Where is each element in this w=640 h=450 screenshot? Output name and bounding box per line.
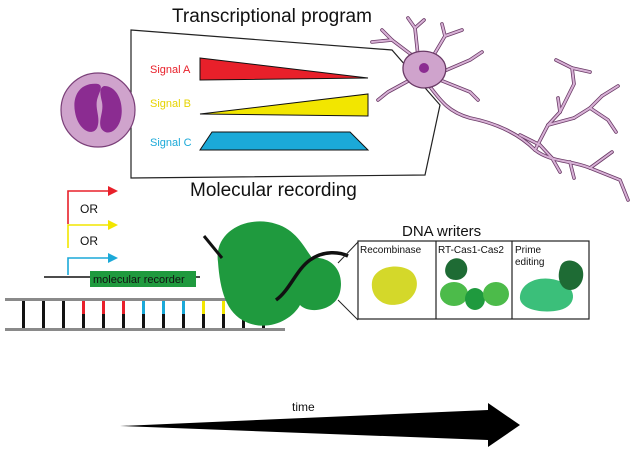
dna-base-top <box>62 301 65 314</box>
molecular-recording-title: Molecular recording <box>190 180 357 201</box>
immune-cell <box>60 72 136 148</box>
or-label-2: OR <box>80 234 98 248</box>
dna-base-top <box>42 301 45 314</box>
enzyme-complex <box>202 221 349 326</box>
dna-base-bottom <box>162 314 165 328</box>
dna-base-top <box>122 301 125 314</box>
prime-editor-body <box>519 278 574 312</box>
dna-base-bottom <box>242 314 245 328</box>
molecular-recorder-label: molecular recorder <box>93 274 185 286</box>
dna-base-bottom <box>62 314 65 328</box>
dna-writers-title: DNA writers <box>402 223 481 240</box>
dna-base-bottom <box>222 314 225 328</box>
dna-base-top <box>82 301 85 314</box>
dna-base-top <box>222 301 225 314</box>
prime-label-line1: Prime <box>515 245 542 256</box>
neuron-nucleus <box>419 63 429 73</box>
zoom-line-bottom <box>337 299 359 321</box>
neuron <box>370 16 630 202</box>
cell-nucleus-left <box>74 83 101 132</box>
signal-c-shape <box>199 131 370 151</box>
rt-cas1-cas2-label: RT-Cas1-Cas2 <box>438 245 504 256</box>
signal-b-label: Signal B <box>150 98 191 110</box>
dna-base-bottom <box>22 314 25 328</box>
molecular-recorder-bar <box>90 271 196 287</box>
dna-base-bottom <box>182 314 185 328</box>
cas-middle-blob <box>465 288 485 310</box>
logic-arrows: OR OR <box>67 186 118 275</box>
signal-a-label: Signal A <box>150 64 191 76</box>
enzyme-dna-strand-out <box>274 251 349 302</box>
arrow-red-head <box>108 186 118 196</box>
writer-panels: Recombinase RT-Cas1-Cas2 Prime editing <box>357 240 590 320</box>
dna-base-top <box>202 301 205 314</box>
arrow-red <box>67 190 110 224</box>
cas-right-blob <box>483 282 509 306</box>
arrow-blue <box>67 257 110 275</box>
dna-base-bottom <box>102 314 105 328</box>
dna-base-top <box>142 301 145 314</box>
dna-base-bottom <box>42 314 45 328</box>
dna-base-bottom <box>122 314 125 328</box>
cas-dark-blob <box>445 258 468 280</box>
or-label-1: OR <box>80 202 98 216</box>
enzyme-dna-strand-in <box>202 235 224 259</box>
arrow-yellow-head <box>108 220 118 230</box>
dna-backbone-bottom <box>5 328 285 331</box>
dna-backbone-top <box>5 298 285 301</box>
time-arrow <box>120 403 520 447</box>
zoom-line-top <box>337 241 359 264</box>
dna-base-bottom <box>202 314 205 328</box>
arrow-blue-head <box>108 253 118 263</box>
enzyme-body <box>217 221 341 326</box>
signal-a-shape <box>199 57 369 81</box>
dna-base-bottom <box>142 314 145 328</box>
recombinase-shape <box>371 266 417 305</box>
time-label: time <box>292 400 315 414</box>
prime-editor-head <box>558 260 584 290</box>
dna-base-bottom <box>82 314 85 328</box>
signal-c-label: Signal C <box>150 137 192 149</box>
signal-b-shape <box>199 93 369 117</box>
cas-left-blob <box>440 282 468 306</box>
recombinase-label: Recombinase <box>360 245 422 256</box>
dna-base-top <box>182 301 185 314</box>
dna-base-top <box>22 301 25 314</box>
dna-base-top <box>102 301 105 314</box>
arrow-yellow <box>67 224 110 248</box>
dna-base-top <box>162 301 165 314</box>
transcriptional-program-title: Transcriptional program <box>172 6 372 27</box>
cell-nucleus-right <box>100 86 122 133</box>
prime-label-line2: editing <box>515 257 544 268</box>
